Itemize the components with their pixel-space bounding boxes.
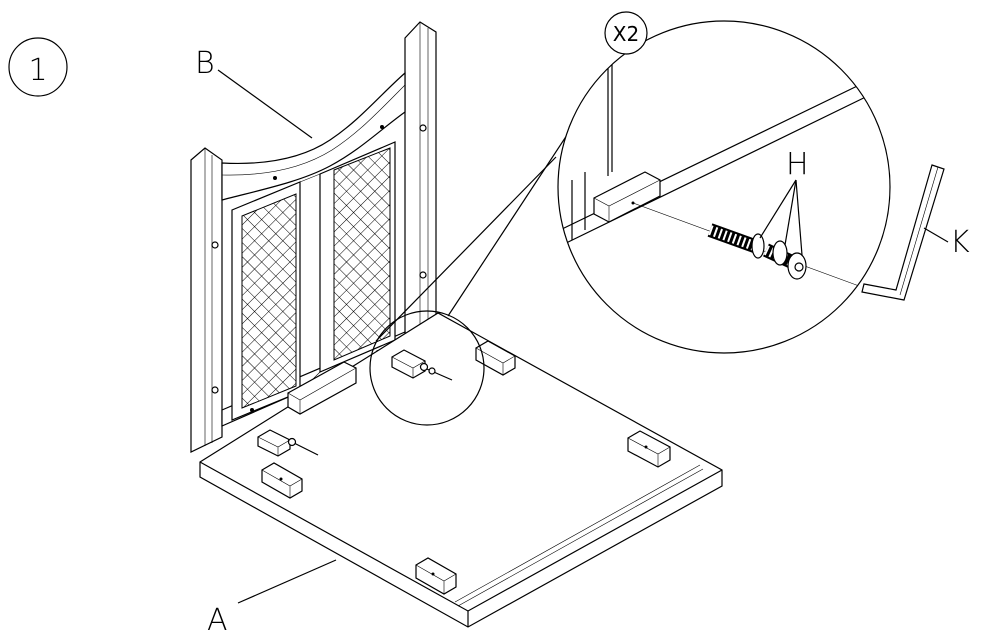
seat-block	[261, 462, 303, 499]
label-h-group: H	[759, 147, 809, 256]
seat-block	[287, 361, 357, 415]
zoom-detail	[557, 20, 891, 354]
label-k-group: K	[923, 225, 970, 260]
seat-block	[257, 429, 291, 457]
seat-block	[627, 430, 671, 468]
detail-source-circle	[369, 310, 485, 426]
quantity-badge: X2	[604, 11, 648, 55]
detail-leader-line	[375, 156, 557, 342]
label-seat: A	[207, 603, 228, 638]
bolt-small	[419, 362, 453, 381]
bolt-h-detail	[707, 223, 807, 280]
seat-block	[391, 349, 426, 379]
quantity-label: X2	[613, 22, 639, 46]
step-number-badge: 1	[8, 37, 68, 97]
label-bolts: H	[786, 147, 809, 182]
step-number: 1	[28, 53, 47, 88]
label-b-group: B	[195, 46, 313, 139]
seat-block	[475, 340, 516, 376]
seat-block	[415, 557, 457, 595]
label-backrest: B	[195, 46, 215, 81]
seat-a	[199, 312, 723, 628]
label-a-group: A	[207, 559, 337, 638]
bolt-small	[287, 437, 319, 456]
label-allen-key: K	[950, 225, 970, 260]
allen-key-k	[861, 164, 945, 301]
